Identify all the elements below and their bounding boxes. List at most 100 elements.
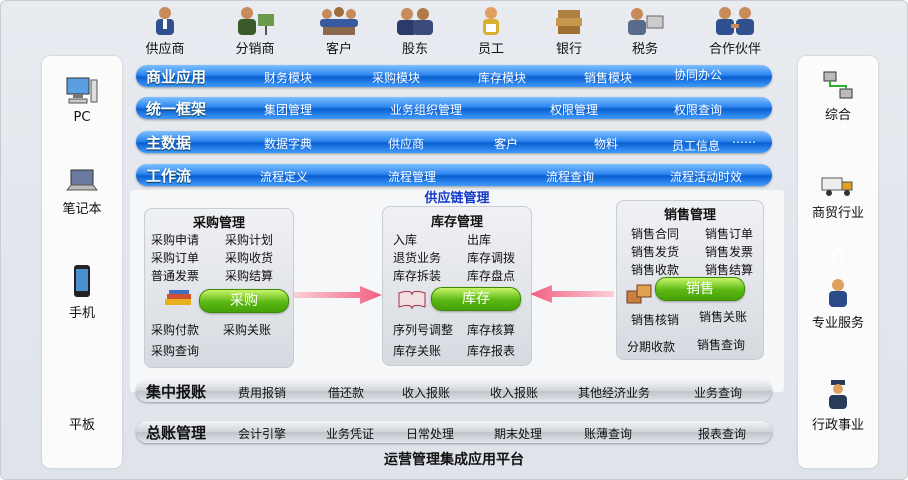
officer-icon <box>829 380 847 409</box>
sales-item: 销售发货 <box>631 245 680 259</box>
bar-item: 其他经济业务 <box>578 386 651 400</box>
industry-panel: 综合 商贸行业 0 专业服务 行政事业 <box>798 56 878 468</box>
purchase-title: 采购管理 <box>192 216 245 231</box>
bar-centralized-expense: 集中报账 费用报销 借还款 收入报账 收入报账 其他经济业务 业务查询 <box>136 380 772 402</box>
laptop-icon <box>66 169 98 191</box>
role-customer: 客户 <box>304 6 374 57</box>
bar-item: 期末处理 <box>494 427 543 441</box>
role-label: 分销商 <box>235 42 275 57</box>
bar-item: 日常处理 <box>406 427 455 441</box>
bar-item: 报表查询 <box>698 427 747 441</box>
role-label: 供应商 <box>145 42 185 57</box>
bar-title: 总账管理 <box>146 424 207 442</box>
inventory-panel: 库存管理 入库 出库 退货业务 库存调拨 库存拆装 库存盘点 库存 序列号调整 … <box>382 206 532 366</box>
platform-title: 运营管理集成应用平台 <box>384 452 524 468</box>
truck-icon <box>821 177 853 196</box>
inventory-item: 出库 <box>467 233 492 247</box>
bar-business-apps: 商业应用 财务模块 采购模块 库存模块 销售模块 协同办公 <box>136 65 772 87</box>
sales-item: 销售关账 <box>699 310 748 324</box>
bar-item: 借还款 <box>328 386 365 400</box>
bar-general-ledger: 总账管理 会计引擎 业务凭证 日常处理 期末处理 账薄查询 报表查询 <box>136 421 772 443</box>
role-distributor: 分销商 <box>220 6 290 57</box>
bar-item: 销售模块 <box>584 71 633 85</box>
device-label: 手机 <box>68 306 95 321</box>
bank-icon <box>556 10 582 34</box>
bar-item: 会计引擎 <box>238 427 287 441</box>
device-pc: PC <box>42 76 122 125</box>
industry-faint-zero: 0 <box>798 246 878 271</box>
inventory-title: 库存管理 <box>430 215 483 230</box>
bar-item: 流程查询 <box>546 170 595 184</box>
purchase-item: 采购查询 <box>151 344 200 358</box>
industry-professional: 专业服务 <box>798 278 878 331</box>
bar-item: 物料 <box>594 137 619 151</box>
bar-title: 工作流 <box>146 167 192 185</box>
bar-master-data: 主数据 数据字典 供应商 客户 物料 员工信息 …… <box>136 131 772 153</box>
industry-label: 0 <box>831 246 845 271</box>
bar-item: 库存模块 <box>478 71 527 85</box>
bar-item: 客户 <box>494 137 519 151</box>
bar-item: 供应商 <box>388 137 425 151</box>
pc-icon <box>66 77 98 104</box>
bar-workflow: 工作流 流程定义 流程管理 流程查询 流程活动时效 <box>136 164 772 186</box>
industry-label: 专业服务 <box>811 316 864 331</box>
bar-item: 业务凭证 <box>326 427 375 441</box>
purchase-item: 采购关账 <box>223 323 272 337</box>
bar-unified-framework: 统一框架 集团管理 业务组织管理 权限管理 权限查询 <box>136 97 772 119</box>
sales-button[interactable]: 销售 <box>655 277 745 301</box>
sales-item: 销售收款 <box>631 263 680 277</box>
device-tablet: 平板 <box>42 414 122 433</box>
bar-item: 集团管理 <box>264 103 313 117</box>
role-label: 客户 <box>325 42 352 57</box>
purchase-button[interactable]: 采购 <box>199 289 289 313</box>
bar-item: 协同办公 <box>674 68 723 82</box>
industry-trade: 商贸行业 <box>798 174 878 221</box>
bar-item: 数据字典 <box>264 137 313 151</box>
bar-item: 流程管理 <box>388 170 437 184</box>
role-label: 股东 <box>401 42 428 57</box>
role-label: 银行 <box>555 42 582 57</box>
role-supplier: 供应商 <box>130 6 200 57</box>
inventory-item: 库存报表 <box>467 344 516 358</box>
role-label: 合作伙伴 <box>708 42 761 57</box>
role-label: 税务 <box>631 42 658 57</box>
bar-item: 业务组织管理 <box>390 103 463 117</box>
arrow-sales-to-inventory <box>530 285 614 303</box>
supply-chain-area: 供应链管理 采购管理 采购申请 采购计划 采购订单 采购收货 普通发票 采购结算… <box>130 190 784 392</box>
inventory-button[interactable]: 库存 <box>431 287 521 311</box>
sales-item: 销售订单 <box>705 227 754 241</box>
bar-item: 权限管理 <box>550 103 599 117</box>
role-label: 员工 <box>477 42 504 57</box>
bar-title: 统一框架 <box>146 100 207 118</box>
bar-item: 流程活动时效 <box>670 170 743 184</box>
bar-item: 采购模块 <box>372 71 421 85</box>
purchase-item: 采购申请 <box>151 233 200 247</box>
industry-label: 综合 <box>824 108 851 123</box>
sales-item: 销售查询 <box>697 338 746 352</box>
inventory-item: 库存盘点 <box>467 269 516 283</box>
inventory-item: 库存拆装 <box>393 269 442 283</box>
role-partner: 合作伙伴 <box>700 6 770 57</box>
device-label: 笔记本 <box>62 202 102 217</box>
employee-icon <box>483 7 499 35</box>
inventory-item: 库存调拨 <box>467 251 516 265</box>
book-icon <box>398 290 426 309</box>
bar-item: 员工信息 <box>672 139 721 153</box>
sales-item: 销售结算 <box>705 263 754 277</box>
arrow-purchase-to-inventory <box>294 286 382 304</box>
industry-label: 商贸行业 <box>811 206 864 221</box>
network-icon <box>823 71 853 99</box>
purchase-item: 采购计划 <box>225 233 274 247</box>
bar-item: 流程定义 <box>260 170 309 184</box>
device-laptop: 笔记本 <box>42 168 122 217</box>
inventory-item: 入库 <box>393 233 418 247</box>
shareholder-icon <box>397 8 433 35</box>
role-employee: 员工 <box>456 6 526 57</box>
device-label: PC <box>73 110 91 125</box>
books-icon <box>165 290 191 305</box>
supply-chain-title: 供应链管理 <box>424 191 490 206</box>
inventory-item: 库存核算 <box>467 323 516 337</box>
inventory-item: 序列号调整 <box>393 323 454 337</box>
device-phone: 手机 <box>42 264 122 321</box>
customer-icon <box>320 7 358 35</box>
